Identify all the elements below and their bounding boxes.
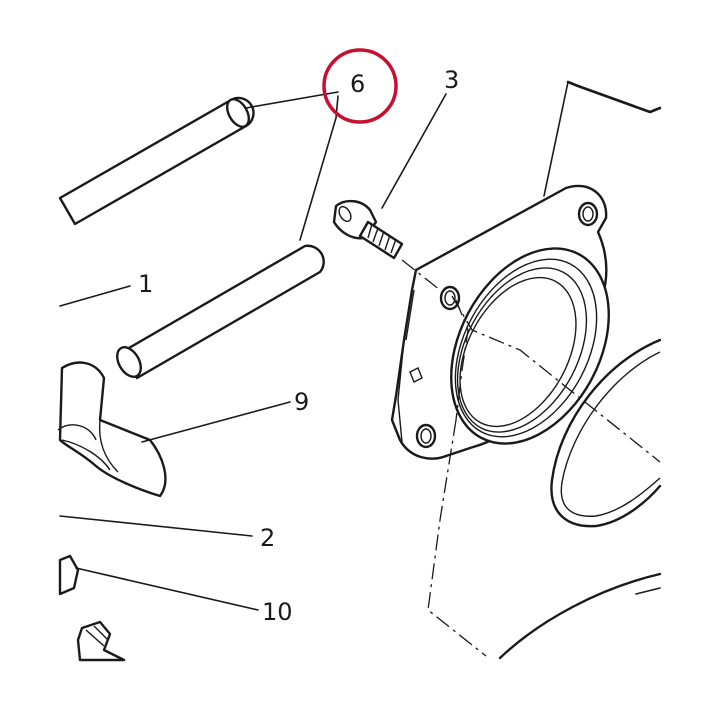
o-ring-part bbox=[550, 338, 662, 528]
callout-3: 3 bbox=[444, 66, 459, 94]
pin-upper bbox=[58, 96, 255, 226]
highlight-circle bbox=[322, 48, 398, 124]
callout-6: 6 bbox=[350, 70, 365, 98]
leader-lines bbox=[59, 81, 569, 611]
callout-9: 9 bbox=[294, 388, 309, 416]
callout-2: 2 bbox=[260, 524, 275, 552]
center-lines bbox=[401, 259, 661, 657]
screw-part bbox=[332, 199, 404, 260]
flange-housing bbox=[390, 184, 610, 460]
fitting-part bbox=[58, 554, 126, 662]
callout-labels: 6 3 1 9 2 10 bbox=[138, 66, 459, 626]
housing-outline bbox=[498, 80, 662, 660]
pin-lower bbox=[116, 244, 325, 380]
callout-1: 1 bbox=[138, 270, 153, 298]
callout-10: 10 bbox=[262, 598, 293, 626]
fork-part bbox=[57, 361, 167, 498]
